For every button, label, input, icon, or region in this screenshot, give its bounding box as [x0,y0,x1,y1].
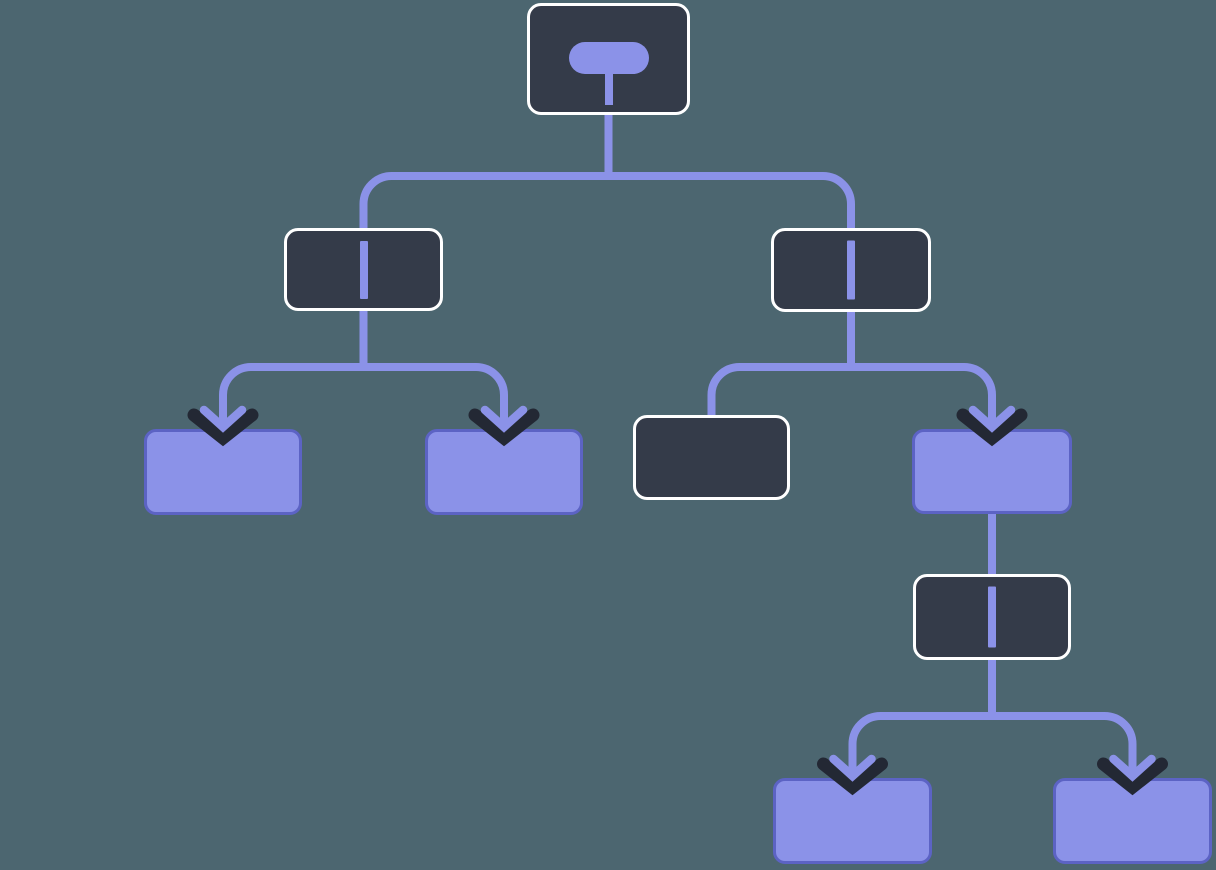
tree-node-branch-left[interactable] [284,228,443,311]
connector-edge-branch-left-leaf-a [219,309,368,426]
pass-through-line-icon [988,586,996,648]
tree-node-leaf-d[interactable] [773,778,932,864]
connector-edge-mid-branch-leaf-d [848,658,996,775]
tree-node-branch-right[interactable] [771,228,931,312]
connector-edge-mid-branch-leaf-e [988,658,1137,775]
tree-node-mid-branch[interactable] [913,574,1071,660]
connector-edge-branch-right-leaf-dark [707,310,855,419]
tree-node-leaf-e[interactable] [1053,778,1212,864]
connector-edge-root-branch-right [604,113,855,232]
root-node-stem [604,74,613,105]
tree-node-leaf-dark[interactable] [633,415,790,500]
root-node-icon [568,42,649,74]
pass-through-line-icon [847,240,855,300]
connector-edge-branch-right-leaf-c [847,310,996,426]
tree-node-leaf-c[interactable] [912,429,1072,514]
tree-node-leaf-b[interactable] [425,429,583,515]
tree-node-root[interactable] [527,3,690,115]
pass-through-line-icon [359,240,368,299]
connector-edge-branch-left-leaf-b [359,309,508,426]
tree-node-leaf-a[interactable] [144,429,302,515]
connector-edge-root-branch-left [359,113,613,232]
